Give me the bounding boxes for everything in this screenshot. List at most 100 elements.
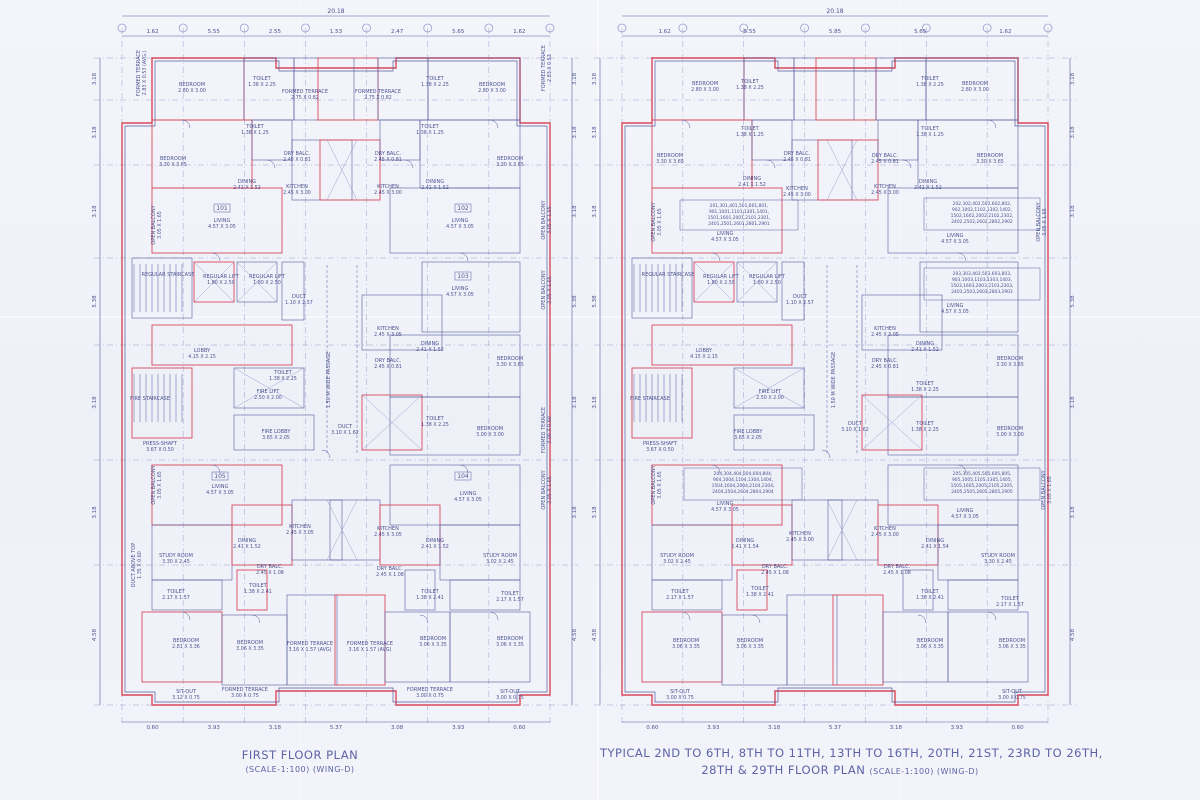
room-size: 3.06 X 3.35: [419, 642, 447, 648]
room-size: 3.10 X 1.62: [841, 427, 869, 433]
room-name: KITCHEN: [874, 326, 896, 332]
room-size: 1.38 X 2.25: [248, 82, 276, 88]
room-size: 3.30 X 3.65: [496, 362, 524, 368]
room-name: FORMED TERRACE: [541, 407, 547, 453]
room-size: 3.00 X 0.60: [547, 416, 553, 444]
room-size: 2.41 X 1.54: [921, 544, 949, 550]
room-name: DRY BALC.: [375, 151, 402, 157]
room-name: FIRE LIFT: [257, 389, 281, 395]
room-outline: [427, 57, 521, 121]
bottom-dimension-text: 0.60: [646, 725, 659, 731]
room-name: STUDY ROOM: [660, 553, 694, 559]
top-dimension-text: 5.85: [829, 29, 842, 35]
room-name: SIT-OUT: [670, 689, 691, 695]
door-swing: [321, 449, 331, 459]
room-name: FORMED TERRACE: [407, 687, 453, 693]
door-swing: [181, 119, 191, 129]
room-size: 3.06 X 3.35: [672, 644, 700, 650]
door-swing: [987, 119, 997, 129]
room-name: BEDROOM: [173, 638, 199, 644]
room-outline: [902, 569, 934, 611]
room-size: 3.00 X 0.75: [998, 695, 1026, 701]
overall-dimension-text: 20.18: [327, 8, 344, 15]
room-size: 4.15 X 2.15: [188, 354, 216, 360]
room-name: DINING: [736, 538, 754, 544]
door-swing: [181, 611, 191, 621]
room-name: BEDROOM: [497, 636, 523, 642]
room-label: REGULAR STAIRCASE: [142, 272, 195, 278]
room-size: 1.10 X 2.57: [285, 300, 313, 306]
room-size: 3.02 X 2.45: [663, 559, 691, 565]
door-swing: [266, 159, 276, 169]
room-outline: [786, 594, 838, 686]
room-size: 3.06 X 3.35: [236, 646, 264, 652]
left-dimension-text: 3.18: [92, 126, 98, 139]
top-dimension-text: 2.47: [391, 29, 404, 35]
room-outline: [651, 579, 723, 611]
room-name: KITCHEN: [874, 184, 896, 190]
top-dimension-text: 2.55: [269, 29, 282, 35]
room-name: FORMED TERRACE: [136, 50, 142, 96]
room-name: LIVING: [957, 508, 974, 514]
room-name: TOILET: [500, 591, 519, 597]
right-dimension-text: 3.18: [572, 205, 578, 218]
bottom-dimension-text: 0.60: [146, 725, 159, 731]
door-swing: [711, 464, 721, 474]
room-name: BEDROOM: [657, 153, 683, 159]
room-name: TOILET: [750, 586, 769, 592]
room-label: DRY BALC.2.45 X 1.08: [256, 564, 284, 576]
room-name: DINING: [426, 538, 444, 544]
room-size: 3.05 X 1.65: [157, 471, 163, 499]
room-name: BEDROOM: [179, 82, 205, 88]
room-outline: [131, 257, 193, 319]
room-name: FORMED TERRACE: [222, 687, 268, 693]
top-dimension-text: 5.55: [208, 29, 221, 35]
room-name: REGULAR STAIRCASE: [142, 272, 195, 278]
room-outline: [231, 504, 293, 566]
room-name: TOILET: [915, 381, 934, 387]
room-outline: [861, 394, 923, 451]
room-size: 2.45 X 3.05: [286, 530, 314, 536]
room-name: DRY BALC.: [375, 358, 402, 364]
flat-list: 201,301,401,501,601,801,901,1001,1101,13…: [708, 203, 771, 227]
room-name: TOILET: [273, 370, 292, 376]
right-dimension-text: 3.18: [572, 72, 578, 85]
room-size: 2.45 X 0.81: [783, 157, 811, 163]
room-outline: [947, 579, 1019, 611]
room-name: BEDROOM: [477, 426, 503, 432]
top-dimension-text: 1.62: [999, 29, 1011, 35]
room-name: TOILET: [920, 126, 939, 132]
door-swing: [489, 119, 499, 129]
lift-cross: [193, 261, 235, 303]
room-size: 1.38 X 2.41: [916, 595, 944, 601]
room-outline: [421, 261, 521, 333]
door-swing: [766, 159, 776, 169]
top-dimension-text: 5.55: [744, 29, 757, 35]
room-name: DRY BALC.: [872, 358, 899, 364]
room-name: REGULAR LIFT: [749, 274, 786, 280]
room-size: 2.80 X 3.00: [178, 88, 206, 94]
